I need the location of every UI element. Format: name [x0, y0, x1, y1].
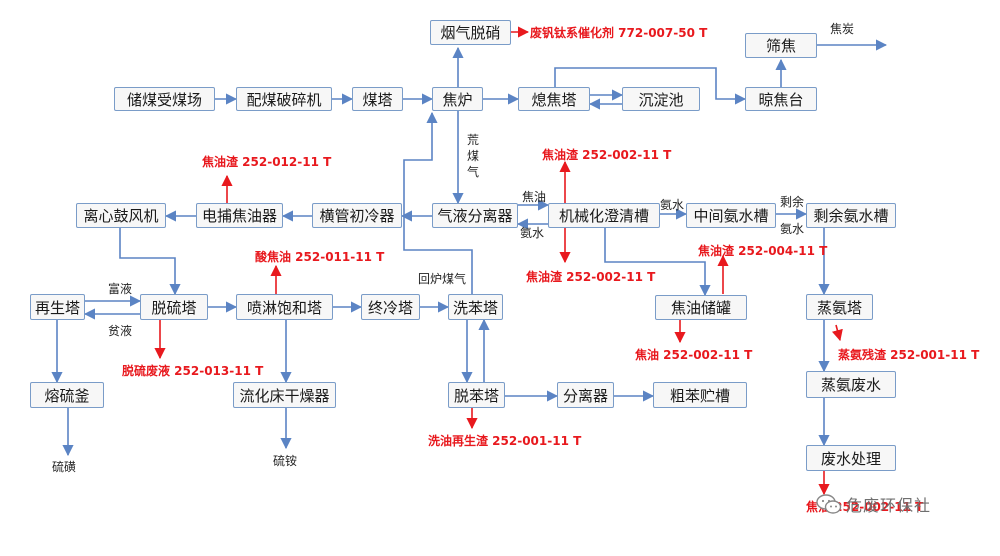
watermark: 危废环保社 — [816, 492, 931, 516]
waste-tar-c: 焦油 252-002-11 T — [635, 348, 753, 362]
node-clarifier: 机械化澄清槽 — [548, 203, 660, 228]
node-wash-benzene: 洗苯塔 — [448, 294, 503, 320]
flow-blower-desulf — [119, 228, 181, 296]
node-remain-water: 剩余氨水槽 — [806, 203, 896, 228]
node-quench: 熄焦塔 — [518, 87, 590, 111]
label-ammonia-water-b: 氨水 — [660, 198, 685, 212]
waste-tar-residue-c: 焦油渣 252-004-11 T — [698, 244, 828, 258]
node-tar-catcher: 电捕焦油器 — [196, 203, 283, 228]
node-final-cool: 终冷塔 — [361, 294, 420, 320]
waste-tar-residue-b: 焦油渣 252-002-11 T — [526, 270, 656, 284]
label-ammonia-water-a: 氨水 — [520, 226, 545, 240]
wechat-icon — [816, 494, 842, 514]
node-still-water: 蒸氨废水 — [806, 371, 896, 398]
waste-tar-residue-a: 焦油渣 252-012-11 T — [202, 155, 332, 169]
node-debenzene: 脱苯塔 — [448, 382, 505, 408]
node-mid-water: 中间氨水槽 — [686, 203, 776, 228]
label-lean-liquor: 贫液 — [108, 324, 133, 338]
node-crude-benzene: 粗苯贮槽 — [653, 382, 747, 408]
flow-clarifier-tartank — [604, 228, 711, 297]
label-ammonium-sulfate: 硫铵 — [273, 454, 298, 468]
label-surplus: 剩余 — [780, 195, 805, 209]
label-sulfur: 硫磺 — [52, 460, 77, 474]
label-return-gas: 回炉煤气 — [418, 272, 467, 286]
waste-catalyst: 废钒钛系催化剂 772-007-50 T — [530, 26, 708, 40]
node-tar-tank: 焦油储罐 — [655, 295, 747, 320]
label-ammonia-water-c: 氨水 — [780, 222, 805, 236]
label-rich-liquor: 富液 — [108, 282, 133, 296]
node-crush: 配煤破碎机 — [236, 87, 332, 111]
node-wastewater: 废水处理 — [806, 445, 896, 471]
node-regen: 再生塔 — [30, 294, 85, 320]
flow-return-gas — [403, 111, 473, 296]
node-storage: 储煤受煤场 — [114, 87, 215, 111]
label-raw-gas: 荒煤气 — [466, 133, 479, 179]
node-screen: 筛焦 — [745, 33, 817, 58]
waste-wash-oil-residue: 洗油再生渣 252-001-11 T — [428, 434, 582, 448]
waste-arrow-still-residue — [831, 324, 843, 342]
node-spray-sat: 喷淋饱和塔 — [236, 294, 333, 320]
node-settle: 沉淀池 — [622, 87, 700, 111]
waste-still-residue: 蒸氨残渣 252-001-11 T — [838, 348, 980, 362]
node-separator: 气液分离器 — [432, 203, 518, 228]
node-melt-sulfur: 熔硫釜 — [30, 382, 104, 408]
node-denox: 烟气脱硝 — [430, 20, 511, 45]
node-desulf: 脱硫塔 — [140, 294, 208, 320]
node-ammonia-still: 蒸氨塔 — [806, 294, 873, 320]
label-tar: 焦油 — [522, 190, 547, 204]
label-coke: 焦炭 — [830, 22, 855, 36]
node-coal-tower: 煤塔 — [352, 87, 403, 111]
waste-desulf-liquid: 脱硫废液 252-013-11 T — [122, 364, 264, 378]
node-coke-oven: 焦炉 — [432, 87, 483, 111]
waste-acid-tar: 酸焦油 252-011-11 T — [255, 250, 385, 264]
node-cool-yard: 晾焦台 — [745, 87, 817, 111]
waste-tar-b: 焦油渣 252-002-11 T — [542, 148, 672, 162]
node-blower: 离心鼓风机 — [76, 203, 166, 228]
node-sep: 分离器 — [557, 382, 614, 408]
node-fluid-dryer: 流化床干燥器 — [233, 382, 336, 408]
flow-quench-coolyard — [554, 67, 747, 105]
node-primary-cooler: 横管初冷器 — [312, 203, 402, 228]
watermark-text: 危废环保社 — [846, 496, 932, 515]
